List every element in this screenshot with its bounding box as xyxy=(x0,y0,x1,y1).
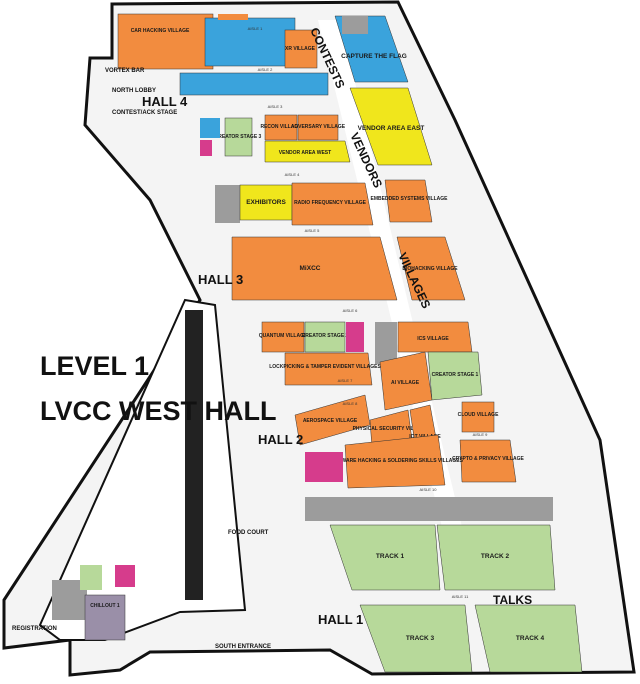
gray-block-exhib xyxy=(215,185,240,223)
zone-pink-bl[interactable] xyxy=(115,565,135,587)
zone-radio-freq-label: RADIO FREQUENCY VILLAGE xyxy=(294,200,367,206)
hall-label-1: HALL 1 xyxy=(318,612,363,627)
zone-creator-1[interactable] xyxy=(427,351,483,401)
dark-strip xyxy=(185,310,203,600)
zone-small-pink-2[interactable] xyxy=(346,322,364,352)
zone-lockpicking[interactable] xyxy=(284,352,373,386)
zone-small-pink[interactable] xyxy=(200,140,212,156)
label-talks: TALKS xyxy=(493,593,532,607)
zone-cloud-label: CLOUD VILLAGE xyxy=(458,412,499,418)
zone-xr-label: XR VILLAGE xyxy=(285,46,316,52)
title-line2: LVCC WEST HALL xyxy=(40,396,276,426)
zone-radio-freq[interactable] xyxy=(291,182,374,226)
zone-track1-label: TRACK 1 xyxy=(376,553,405,560)
zone-recon[interactable] xyxy=(264,114,298,141)
label-vortex-bar: VORTEX BAR xyxy=(105,68,145,74)
label-south-entrance: SOUTH ENTRANCE xyxy=(215,644,271,650)
aisle-label: AISLE 9 xyxy=(473,432,488,437)
aisle-label: AISLE 11 xyxy=(452,594,469,599)
zone-small-blue[interactable] xyxy=(200,118,220,138)
aisle-label: AISLE 8 xyxy=(343,401,358,406)
zone-creator-2-label: CREATOR STAGE 2 xyxy=(302,333,349,339)
gray-block-top xyxy=(342,16,368,34)
zone-track2-label: TRACK 2 xyxy=(481,553,510,560)
zone-embedded-label: EMBEDDED SYSTEMS VILLAGE xyxy=(371,196,449,202)
aisle-label: AISLE 4 xyxy=(285,172,300,177)
zone-creator-1-label: CREATOR STAGE 1 xyxy=(432,372,479,378)
zone-orange-top[interactable] xyxy=(218,14,248,20)
label-food-court: FOOD COURT xyxy=(228,530,269,536)
zone-creator-3-label: CREATOR STAGE 3 xyxy=(215,134,262,140)
zone-biohacking-label: BIOHACKING VILLAGE xyxy=(402,266,458,272)
aisle-label: AISLE 3 xyxy=(268,104,283,109)
aisle-label: AISLE 1 xyxy=(248,26,263,31)
label-north-lobby: NORTH LOBBY xyxy=(112,88,156,94)
zone-lockpicking-label: LOCKPICKING & TAMPER EVIDENT VILLAGES xyxy=(269,364,381,370)
zone-vendor-west-label: VENDOR AREA WEST xyxy=(279,150,331,156)
label-registration: REGISTRATION xyxy=(12,626,57,632)
hall-label-4: HALL 4 xyxy=(142,94,188,109)
zone-track1[interactable] xyxy=(329,524,441,591)
zone-small-pink-3[interactable] xyxy=(305,452,343,482)
zone-miscc[interactable] xyxy=(231,236,398,301)
zone-creator-2[interactable] xyxy=(304,321,346,353)
zone-track3-label: TRACK 3 xyxy=(406,635,435,642)
zone-chillout1[interactable] xyxy=(84,594,126,641)
zone-blue-row[interactable] xyxy=(179,72,329,96)
zone-crypto[interactable] xyxy=(459,439,517,483)
zone-car-hacking-label: CAR HACKING VILLAGE xyxy=(131,28,190,34)
zone-quantum-label: QUANTUM VILLAGE xyxy=(259,333,308,339)
zone-physical-sec-label: PHYSICAL SECURITY VILLAGE xyxy=(353,426,428,432)
zone-exhibitors[interactable] xyxy=(239,184,293,221)
zone-vendor-west[interactable] xyxy=(264,140,351,163)
hall-label-3: HALL 3 xyxy=(198,272,243,287)
zone-embedded[interactable] xyxy=(384,179,433,223)
hall-label-2: HALL 2 xyxy=(258,432,303,447)
zone-cloud[interactable] xyxy=(461,401,495,433)
zone-ai-label: AI VILLAGE xyxy=(391,380,420,386)
zone-crypto-label: CRYPTO & PRIVACY VILLAGE xyxy=(452,456,524,462)
zone-vendor-east[interactable] xyxy=(349,87,433,166)
zone-adversary-label: ADVERSARY VILLAGE xyxy=(291,124,346,130)
aisle-label: AISLE 5 xyxy=(305,228,320,233)
zone-car-hacking[interactable] xyxy=(117,13,214,70)
gray-bar xyxy=(305,497,553,521)
zone-vendor-east-label: VENDOR AREA EAST xyxy=(358,125,425,132)
zone-aerospace-label: AEROSPACE VILLAGE xyxy=(303,418,358,424)
zone-xr[interactable] xyxy=(284,29,318,69)
label-contest-stage: CONTEST/ACK STAGE xyxy=(112,110,177,116)
zone-quantum[interactable] xyxy=(261,321,305,353)
zone-aerospace[interactable] xyxy=(294,394,371,446)
zone-track4-label: TRACK 4 xyxy=(516,635,545,642)
zone-blue-cluster[interactable] xyxy=(204,17,296,67)
zone-ics-label: ICS VILLAGE xyxy=(417,336,449,342)
zone-biohacking[interactable] xyxy=(396,236,466,301)
zone-miscc-label: MiXCC xyxy=(300,265,321,272)
zone-chillout1-label: CHILLOUT 1 xyxy=(90,603,120,609)
aisle-label: AISLE 6 xyxy=(343,308,358,313)
zone-recon-label: RECON VILLAGE xyxy=(260,124,302,130)
zone-track4[interactable] xyxy=(474,604,583,673)
zone-exhibitors-label: EXHIBITORS xyxy=(246,199,286,206)
title-line1: LEVEL 1 xyxy=(40,351,149,381)
zone-green-bl[interactable] xyxy=(80,565,102,590)
zone-hardware[interactable] xyxy=(344,434,446,489)
zone-track3[interactable] xyxy=(359,604,473,673)
aisle-label: AISLE 2 xyxy=(258,67,273,72)
zone-adversary[interactable] xyxy=(297,114,339,141)
zone-capture-flag-label: CAPTURE THE FLAG xyxy=(341,53,407,60)
zone-creator-3[interactable] xyxy=(224,117,253,157)
zone-hardware-label: HARDWARE HACKING & SOLDERING SKILLS VILL… xyxy=(327,458,464,464)
aisle-label: AISLE 7 xyxy=(338,378,353,383)
aisle-label: AISLE 10 xyxy=(420,487,438,492)
zone-track2[interactable] xyxy=(436,524,556,591)
gray-block-ics xyxy=(375,322,397,364)
